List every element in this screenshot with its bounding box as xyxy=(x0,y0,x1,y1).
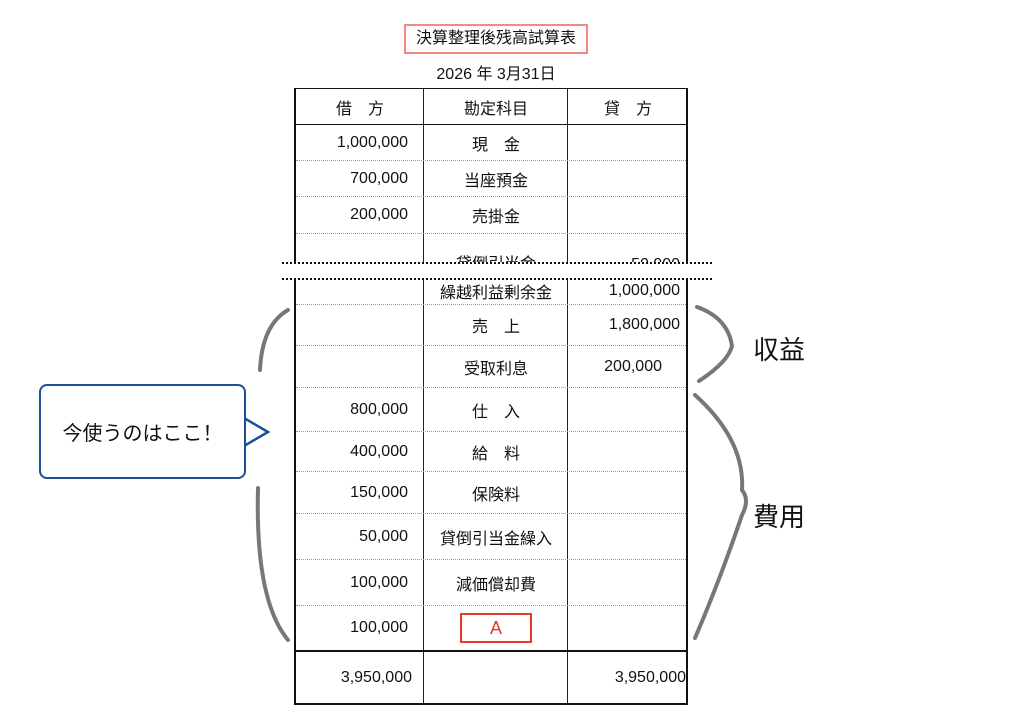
table-row: 700,000 当座預金 xyxy=(296,161,686,197)
page-title: 決算整理後残高試算表 xyxy=(404,24,588,54)
total-row: 3,950,000 3,950,000 xyxy=(296,652,686,704)
expense-label: 費用 xyxy=(753,502,806,532)
header-credit: 貸 方 xyxy=(603,100,652,118)
debit-cell: 100,000 xyxy=(350,573,408,591)
credit-cell: 1,000,000 xyxy=(608,281,680,299)
total-credit: 3,950,000 xyxy=(614,669,686,686)
left-bracket-icon xyxy=(255,308,290,642)
revenue-brace-icon xyxy=(695,305,735,383)
debit-cell: 700,000 xyxy=(350,169,408,187)
revenue-label: 収益 xyxy=(753,335,806,365)
account-cell: 繰越利益剰余金 xyxy=(439,284,552,302)
expense-brace-icon xyxy=(693,393,748,640)
account-cell: 受取利息 xyxy=(463,360,528,378)
omission-break xyxy=(282,262,712,280)
table-row: 200,000 売掛金 xyxy=(296,197,686,234)
debit-cell: 400,000 xyxy=(350,442,408,460)
account-cell: 現 金 xyxy=(471,136,520,154)
answer-box-a: A xyxy=(460,613,532,643)
account-cell: 貸倒引当金繰入 xyxy=(439,530,552,548)
debit-cell: 1,000,000 xyxy=(336,133,408,151)
table-row: 繰越利益剰余金 1,000,000 xyxy=(296,277,686,305)
column-divider xyxy=(567,89,568,703)
callout-pointer-icon xyxy=(243,416,271,448)
table-row: 150,000 保険料 xyxy=(296,472,686,514)
table-row: 400,000 給 料 xyxy=(296,432,686,472)
account-cell: A xyxy=(424,606,568,650)
column-divider xyxy=(423,89,424,703)
account-cell: 減価償却費 xyxy=(455,576,536,594)
header-account: 勘定科目 xyxy=(463,100,528,118)
debit-cell: 50,000 xyxy=(359,527,408,545)
table-row: 受取利息 200,000 xyxy=(296,346,686,388)
table-row: 1,000,000 現 金 xyxy=(296,125,686,161)
debit-cell: 100,000 xyxy=(350,619,408,636)
account-cell: 仕 入 xyxy=(471,403,520,421)
debit-cell: 800,000 xyxy=(350,400,408,418)
total-debit: 3,950,000 xyxy=(340,669,412,686)
table-row: 100,000 A xyxy=(296,606,686,652)
table-row: 100,000 減価償却費 xyxy=(296,560,686,606)
table-row: 売 上 1,800,000 xyxy=(296,305,686,346)
trial-balance-table: 借 方 勘定科目 貸 方 1,000,000 現 金 700,000 当座預金 … xyxy=(282,88,712,705)
account-cell: 保険料 xyxy=(471,486,520,504)
account-cell: 売 上 xyxy=(471,319,520,336)
debit-cell: 200,000 xyxy=(350,206,408,223)
statement-date: 2026 年 3月31日 xyxy=(436,66,556,83)
credit-cell: 1,800,000 xyxy=(608,316,680,333)
header-debit: 借 方 xyxy=(335,100,384,118)
account-cell: 当座預金 xyxy=(463,172,528,190)
callout-bubble: 今使うのはここ！ xyxy=(39,384,246,479)
table-header: 借 方 勘定科目 貸 方 xyxy=(296,89,686,125)
account-cell: 給 料 xyxy=(471,445,520,463)
debit-cell: 150,000 xyxy=(350,483,408,501)
table-row: 800,000 仕 入 xyxy=(296,388,686,432)
account-cell: 売掛金 xyxy=(471,209,520,226)
credit-cell: 200,000 xyxy=(604,357,662,375)
table-row: 50,000 貸倒引当金繰入 xyxy=(296,514,686,560)
